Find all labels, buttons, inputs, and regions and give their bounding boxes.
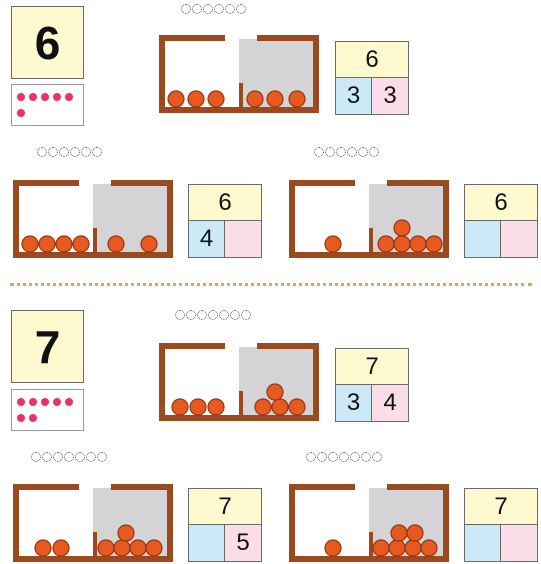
counting-hint-circles: [37, 147, 102, 157]
bond-right-field[interactable]: 5: [225, 525, 261, 561]
bond-total: 7: [336, 349, 408, 385]
counting-hint-circles: [314, 147, 379, 157]
bond-left-field[interactable]: 4: [189, 221, 225, 257]
bond-total: 6: [336, 42, 408, 78]
bond-total: 7: [465, 489, 537, 525]
dot-card-7: [11, 389, 84, 431]
pink-dot: [17, 93, 25, 101]
pink-dot: [65, 93, 73, 101]
pink-dot: [41, 398, 49, 406]
bond-left-field[interactable]: [189, 525, 225, 561]
bond-total: 6: [189, 185, 261, 221]
ball-box: [289, 480, 451, 564]
pink-dot: [17, 398, 25, 406]
ball-box: [289, 176, 451, 260]
counting-hint-circles: [31, 452, 107, 462]
number-card-label: 6: [12, 7, 83, 78]
bond-right-field[interactable]: [501, 221, 537, 257]
number-card-6: 6: [11, 6, 84, 79]
pink-dot: [17, 414, 25, 422]
number-bond-box: 7 5: [188, 488, 262, 562]
pink-dot: [53, 93, 61, 101]
counting-hint-circles: [181, 4, 246, 14]
number-bond-box: 6 4: [188, 184, 262, 258]
bond-total: 6: [465, 185, 537, 221]
bond-right-field[interactable]: 4: [372, 385, 408, 421]
pink-dot: [41, 93, 49, 101]
section-divider: [10, 283, 532, 286]
counting-hint-circles: [175, 310, 251, 320]
number-bond-box: 7 3 4: [335, 348, 409, 422]
pink-dot: [29, 398, 37, 406]
bond-right-field[interactable]: [225, 221, 261, 257]
bond-right-field[interactable]: [501, 525, 537, 561]
pink-dot: [29, 414, 37, 422]
dot-card-6: [11, 84, 84, 126]
number-bond-box: 6: [464, 184, 538, 258]
ball-box: [13, 480, 175, 564]
ball-box: [159, 339, 321, 423]
pink-dot: [65, 398, 73, 406]
bond-left-field[interactable]: 3: [336, 78, 372, 114]
ball-box: [159, 31, 321, 115]
number-card-7: 7: [11, 310, 84, 383]
number-bond-box: 7: [464, 488, 538, 562]
bond-left-field[interactable]: [465, 221, 501, 257]
bond-right-field[interactable]: 3: [372, 78, 408, 114]
counting-hint-circles: [306, 452, 382, 462]
bond-left-field[interactable]: 3: [336, 385, 372, 421]
bond-left-field[interactable]: [465, 525, 501, 561]
bond-total: 7: [189, 489, 261, 525]
number-card-label: 7: [12, 311, 83, 382]
ball-box: [13, 176, 175, 260]
number-bond-box: 6 3 3: [335, 41, 409, 115]
pink-dot: [29, 93, 37, 101]
pink-dot: [17, 109, 25, 117]
pink-dot: [53, 398, 61, 406]
